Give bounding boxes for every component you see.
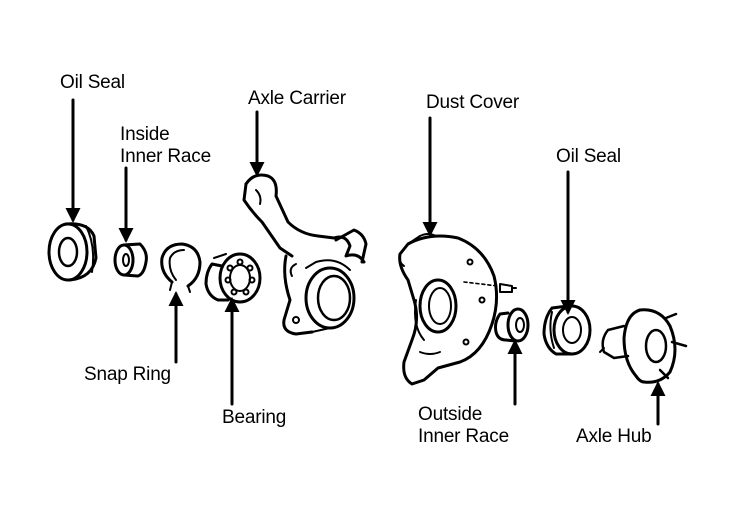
dust-cover-part (398, 233, 499, 386)
label-outside-inner-race-line1: Outside (418, 404, 483, 425)
outside-inner-race-part (494, 307, 530, 343)
axle-carrier-part (242, 173, 368, 336)
label-snap-ring: Snap Ring (84, 364, 171, 385)
label-outside-inner-race-line2: Inner Race (418, 426, 509, 447)
label-inside-inner-race-line1: Inside (120, 124, 170, 145)
inside-inner-race-part (113, 242, 148, 278)
snap-ring-part (160, 242, 202, 293)
leader-arrows (65, 98, 666, 426)
label-oil-seal-left: Oil Seal (60, 72, 125, 93)
label-bearing: Bearing (222, 407, 287, 428)
label-inside-inner-race: Inside Inner Race (120, 124, 211, 168)
label-dust-cover: Dust Cover (426, 92, 520, 113)
bearing-part (204, 252, 262, 304)
bolt-part (463, 281, 517, 293)
label-axle-carrier: Axle Carrier (248, 88, 346, 109)
label-oil-seal-right: Oil Seal (556, 146, 621, 167)
label-axle-hub: Axle Hub (576, 426, 652, 447)
oil-seal-left-part (47, 222, 98, 282)
label-outside-inner-race: Outside Inner Race (418, 404, 509, 448)
oil-seal-right-part (542, 304, 592, 356)
axle-hub-part (599, 308, 688, 384)
label-inside-inner-race-line2: Inner Race (120, 146, 211, 167)
